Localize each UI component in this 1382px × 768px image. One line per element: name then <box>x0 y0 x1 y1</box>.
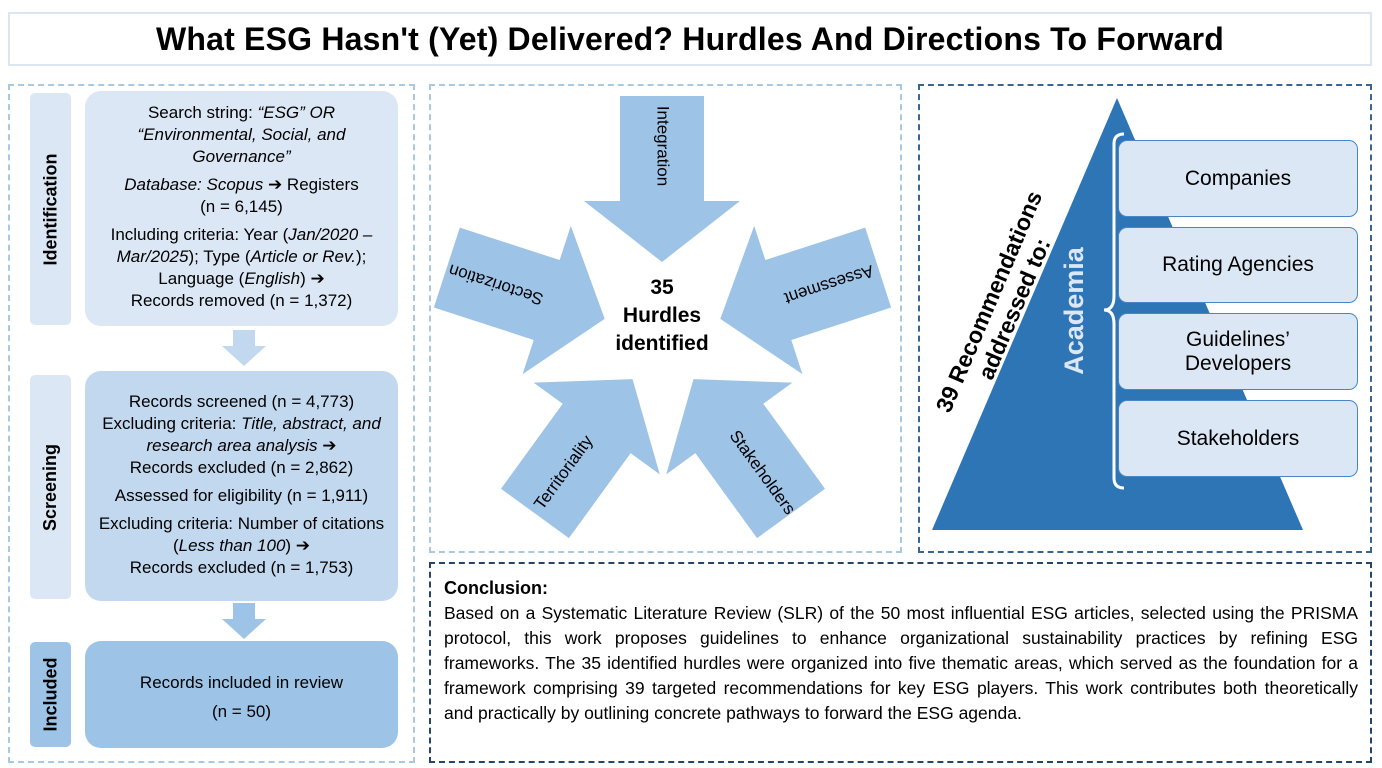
excluding-criteria-2: Excluding criteria: Number of citations … <box>98 514 385 577</box>
conclusion-heading: Conclusion: <box>444 578 548 598</box>
screening-box: Records screened (n = 4,773) Excluding c… <box>85 371 398 601</box>
included-line-1: Records included in review <box>139 673 344 692</box>
hurdles-diagram: Integration Assessment Stakeholders Terr… <box>433 96 892 539</box>
apex-academia: Academia <box>1059 246 1089 375</box>
conclusion-body: Based on a Systematic Literature Review … <box>444 603 1358 723</box>
stage-screening: Screening <box>30 375 71 599</box>
arrow-assessment: Assessment <box>720 225 892 375</box>
down-arrow-icon <box>222 330 266 366</box>
recipient-companies: Companies <box>1118 140 1358 217</box>
conclusion-block: Conclusion: Based on a Systematic Litera… <box>444 576 1358 726</box>
stage-included-label: Included <box>40 657 61 732</box>
hurdles-panel <box>429 84 902 553</box>
down-arrow-icon <box>222 603 266 639</box>
hurdles-count: 35 <box>650 276 674 299</box>
database-line: Database: Scopus ➔ Registers(n = 6,145) <box>124 175 359 216</box>
included-line-2: (n = 50) <box>211 702 272 721</box>
arrow-stakeholders: Stakeholders <box>666 379 826 539</box>
stage-included: Included <box>30 642 71 747</box>
identification-box: Search string: “ESG” OR “Environmental, … <box>85 91 398 326</box>
page-title: What ESG Hasn't (Yet) Delivered? Hurdles… <box>155 20 1225 57</box>
hurdles-label-2: identified <box>615 332 708 355</box>
recipient-rating-agencies: Rating Agencies <box>1118 227 1358 303</box>
recommendations-panel <box>918 84 1372 553</box>
stage-identification: Identification <box>30 93 71 325</box>
stage-screening-label: Screening <box>40 443 60 531</box>
records-screened: Records screened (n = 4,773) <box>128 392 355 411</box>
prisma-panel <box>8 84 415 763</box>
arrow-integration: Integration <box>584 96 740 262</box>
excluding-criteria-1: Excluding criteria: Title, abstract, and… <box>102 414 381 477</box>
brace-icon <box>1103 132 1125 490</box>
title-box: What ESG Hasn't (Yet) Delivered? Hurdles… <box>8 12 1372 66</box>
search-string: Search string: “ESG” OR “Environmental, … <box>137 103 346 166</box>
assessed-eligibility: Assessed for eligibility (n = 1,911) <box>114 486 369 505</box>
arrow-sectorization: Sectorization <box>433 225 605 375</box>
recipient-guidelines-developers: Guidelines’ Developers <box>1118 313 1358 390</box>
included-box: Records included in review (n = 50) <box>85 641 398 748</box>
including-criteria: Including criteria: Year (Jan/2020 – Mar… <box>110 225 373 310</box>
area-integration: Integration <box>654 106 673 186</box>
stage-identification-label: Identification <box>40 153 60 265</box>
conclusion-panel <box>429 562 1372 763</box>
recipient-stakeholders: Stakeholders <box>1118 400 1358 477</box>
hurdles-label-1: Hurdles <box>623 304 701 327</box>
arrow-territoriality: Territoriality <box>500 379 660 539</box>
